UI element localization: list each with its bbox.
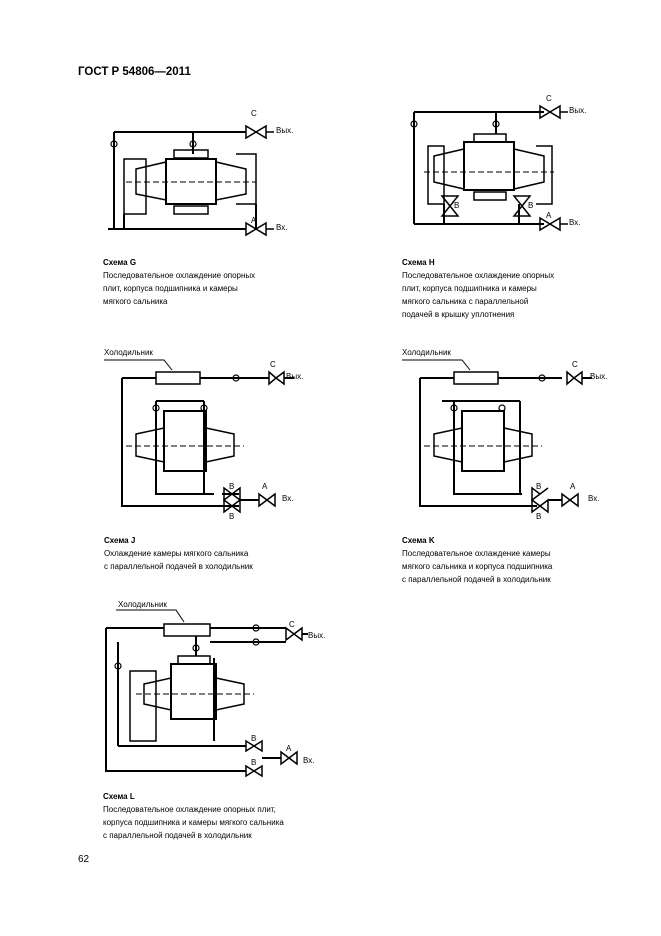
scheme-k-valve-a-label: А xyxy=(570,482,576,491)
scheme-k-diagram: Холодильник С Вых. В А Вх. В xyxy=(402,346,612,526)
scheme-h-description: Последовательное охлаждение опорных плит… xyxy=(402,271,555,319)
scheme-l-description: Последовательное охлаждение опорных плит… xyxy=(103,805,284,840)
scheme-h-inlet-label: Вх. xyxy=(569,218,581,227)
scheme-j-valve-a-label: А xyxy=(262,482,268,491)
scheme-g-valve-a-label: А xyxy=(251,216,257,225)
scheme-k-caption: Схема K Последовательное охлаждение каме… xyxy=(402,534,652,586)
scheme-l-valve-a-label: А xyxy=(286,744,292,753)
scheme-j-title: Схема J xyxy=(104,536,136,545)
scheme-h-valve-c-label: С xyxy=(546,94,552,103)
scheme-j-diagram: Холодильник С Вых. В А Вх. В xyxy=(104,346,314,526)
scheme-k-inlet-label: Вх. xyxy=(588,494,600,503)
scheme-j-outlet-label: Вых. xyxy=(286,372,304,381)
scheme-h-diagram: С Вых. В В А Вх. xyxy=(404,94,614,254)
scheme-j-inlet-label: Вх. xyxy=(282,494,294,503)
scheme-h-valve-b-label-left: В xyxy=(454,201,460,210)
scheme-k-valve-b-label-top: В xyxy=(536,482,542,491)
scheme-k-outlet-label: Вых. xyxy=(590,372,608,381)
scheme-l-valve-b-label-bottom: В xyxy=(251,758,257,767)
scheme-l-diagram: Холодильник С Вых. В А Вх. В xyxy=(96,596,336,786)
scheme-k-valve-c-label: С xyxy=(572,360,578,369)
scheme-l-valve-c-label: С xyxy=(289,620,295,629)
scheme-g-caption: Схема G Последовательное охлаждение опор… xyxy=(103,256,353,308)
scheme-g-inlet-label: Вх. xyxy=(276,223,288,232)
scheme-l-valve-b-label-top: В xyxy=(251,734,257,743)
scheme-j-caption: Схема J Охлаждение камеры мягкого сальни… xyxy=(104,534,354,573)
scheme-k-cooler-label: Холодильник xyxy=(402,348,451,357)
scheme-h-caption: Схема H Последовательное охлаждение опор… xyxy=(402,256,652,321)
scheme-h-valve-a-label: А xyxy=(546,211,552,220)
scheme-h-title: Схема H xyxy=(402,258,435,267)
scheme-k-description: Последовательное охлаждение камеры мягко… xyxy=(402,549,553,584)
scheme-g-valve-c-label: С xyxy=(251,109,257,118)
scheme-k-valve-b-label-bottom: В xyxy=(536,512,542,521)
scheme-l-outlet-label: Вых. xyxy=(308,631,326,640)
page-header: ГОСТ Р 54806—2011 xyxy=(78,66,191,78)
scheme-k-title: Схема K xyxy=(402,536,435,545)
scheme-j-valve-b-label-bottom: В xyxy=(229,512,235,521)
scheme-g-diagram: С Вых. А Вх. xyxy=(96,104,306,254)
scheme-g-description: Последовательное охлаждение опорных плит… xyxy=(103,271,256,306)
scheme-l-cooler-label: Холодильник xyxy=(118,600,167,609)
scheme-j-cooler-label: Холодильник xyxy=(104,348,153,357)
scheme-h-outlet-label: Вых. xyxy=(569,106,587,115)
page-number: 62 xyxy=(78,854,90,865)
scheme-g-title: Схема G xyxy=(103,258,137,267)
scheme-j-valve-b-label-top: В xyxy=(229,482,235,491)
scheme-j-valve-c-label: С xyxy=(270,360,276,369)
scheme-h-valve-b-label-right: В xyxy=(528,201,534,210)
scheme-l-caption: Схема L Последовательное охлаждение опор… xyxy=(103,790,403,842)
scheme-g-outlet-label: Вых. xyxy=(276,126,294,135)
scheme-j-description: Охлаждение камеры мягкого сальника с пар… xyxy=(104,549,253,571)
scheme-l-inlet-label: Вх. xyxy=(303,756,315,765)
scheme-l-title: Схема L xyxy=(103,792,135,801)
